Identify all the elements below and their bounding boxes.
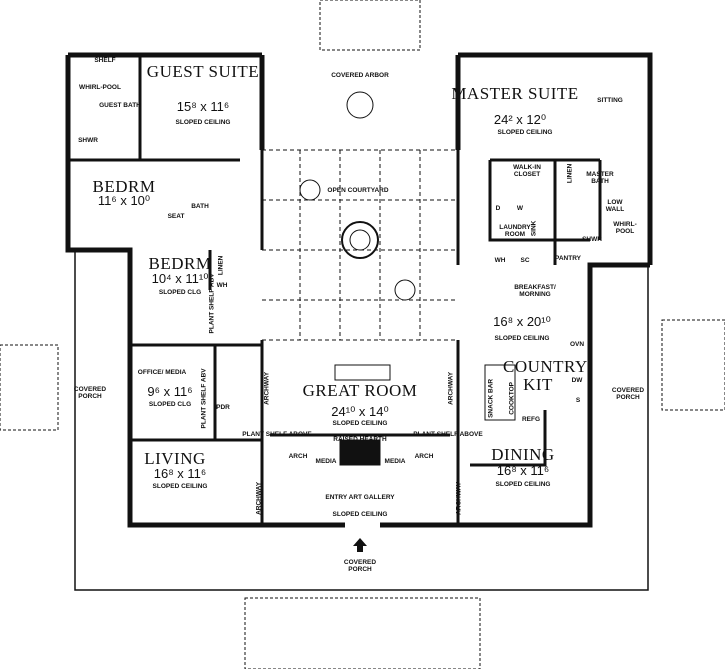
arbor-table-icon [346, 91, 374, 119]
sitting-label: SITTING [597, 97, 623, 104]
great-room-note: SLOPED CEILING [332, 420, 388, 427]
dishwasher-label: DW [571, 377, 583, 384]
cooktop-label: COOKTOP [508, 382, 516, 415]
patio-table-icon [394, 279, 416, 301]
linen-label: LINEN [217, 255, 225, 276]
breakfast-dims: 16⁸ x 20¹⁰ [493, 314, 551, 329]
office-label: OFFICE/ MEDIA [137, 369, 187, 376]
media-label-left: MEDIA [315, 458, 337, 465]
guest-bath-label: GUEST BATH [99, 102, 141, 109]
archway-label: ARCHWAY [255, 481, 263, 515]
guest-suite-dims: 15⁸ x 11⁶ [176, 99, 230, 114]
low-wall-label: LOW WALL [605, 199, 625, 213]
fireplace-icon [339, 439, 381, 466]
office-dims: 9⁶ x 11⁶ [147, 384, 193, 399]
pantry-label: PANTRY [555, 255, 581, 262]
bedroom-1-label: BEDRM [92, 177, 156, 196]
master-suite-label: MASTER SUITE [451, 84, 579, 103]
covered-porch-left-label: COVERED PORCH [73, 386, 107, 400]
bedroom-1-dims: 11⁶ x 10⁰ [97, 193, 151, 208]
open-courtyard-label: OPEN COURTYARD [327, 187, 389, 194]
water-heater-label: WH [494, 257, 506, 264]
living-note: SLOPED CEILING [152, 483, 208, 490]
island-icon [484, 364, 516, 421]
stone-patio-bottom [244, 597, 481, 669]
sofa-icon [334, 364, 391, 381]
plant-shelf-label: PLANT SHELF ABV [208, 273, 216, 334]
bedroom-2-label: BEDRM [148, 254, 212, 273]
great-room-dims: 24¹⁰ x 14⁰ [331, 404, 389, 419]
fountain-icon [341, 221, 379, 259]
dining-dims: 16⁸ x 11⁶ [496, 463, 550, 478]
entry-arrow-icon [353, 538, 367, 552]
porch-outline [74, 250, 649, 591]
breakfast-label: BREAKFAST/ MORNING [514, 284, 556, 298]
entry-label: ENTRY ART GALLERY [325, 494, 395, 501]
washer-label: W [516, 205, 524, 212]
shower-label: SHWR [78, 137, 98, 144]
media-label-right: MEDIA [384, 458, 406, 465]
courtyard-grid [262, 149, 458, 341]
exterior-walls [65, 52, 653, 528]
dining-label: DINING [491, 445, 555, 464]
office-note: SLOPED CLG [148, 401, 192, 408]
patio-table-icon [299, 179, 321, 201]
plant-shelf-above-right: PLANT SHELF ABOVE [413, 431, 483, 438]
covered-arbor-label: COVERED ARBOR [331, 72, 389, 79]
bath-label: BATH [191, 203, 209, 210]
walk-in-closet-label: WALK-IN CLOSET [513, 164, 541, 178]
plant-shelf-above-left: PLANT SHELF ABOVE [242, 431, 312, 438]
covered-porch-bottom-label: COVERED PORCH [343, 559, 377, 573]
great-room-label: GREAT ROOM [302, 381, 418, 400]
breakfast-note: SLOPED CEILING [494, 335, 550, 342]
archway-label: ARCHWAY [263, 371, 271, 405]
arch-label-right: ARCH [414, 453, 434, 460]
dryer-label: D [495, 205, 501, 212]
living-label: LIVING [144, 449, 206, 468]
laundry-room-label: LAUNDRY ROOM [499, 224, 531, 238]
sink-label: S [575, 397, 581, 404]
powder-room-label: PDR [216, 404, 230, 411]
stone-patio-top [319, 0, 421, 51]
snack-bar-label: SNACK BAR [487, 378, 495, 418]
plant-shelf-label: PLANT SHELF ABV [200, 368, 208, 429]
oven-label: OVN [569, 341, 585, 348]
seat-label: SEAT [167, 213, 185, 220]
stone-patio-right [661, 319, 725, 411]
covered-porch-right-label: COVERED PORCH [611, 387, 645, 401]
master-suite-note: SLOPED CEILING [497, 129, 553, 136]
sc-label: SC [520, 257, 530, 264]
sink-label: SINK [530, 220, 538, 237]
arch-label-left: ARCH [288, 453, 308, 460]
bedroom-2-dims: 10⁴ x 11¹⁰ [151, 271, 209, 286]
water-heater-label: WH [216, 282, 228, 289]
whirlpool-label: WHIRL-POOL [79, 84, 121, 91]
shower-label: SHWR [582, 236, 602, 243]
entry-note: SLOPED CEILING [332, 511, 388, 518]
dining-note: SLOPED CEILING [495, 481, 551, 488]
bedroom-2-note: SLOPED CLG [158, 289, 202, 296]
guest-suite-note: SLOPED CEILING [175, 119, 231, 126]
raised-hearth-label: RAISED HEARTH [333, 436, 387, 443]
stone-patio-left [0, 344, 59, 431]
master-bath-label: MASTER BATH [586, 171, 614, 185]
archway-label: ARCHWAY [455, 481, 463, 515]
guest-suite-label: GUEST SUITE [146, 62, 260, 81]
living-dims: 16⁸ x 11⁶ [153, 466, 207, 481]
shelf-label: SHELF [94, 57, 116, 64]
master-suite-dims: 24² x 12⁰ [493, 112, 547, 127]
whirlpool-label: WHIRL-POOL [613, 221, 637, 235]
refrigerator-label: REFG [521, 416, 541, 423]
country-kitchen-label: COUNTRY KIT [503, 357, 588, 394]
linen-label: LINEN [566, 163, 574, 184]
archway-label: ARCHWAY [447, 371, 455, 405]
